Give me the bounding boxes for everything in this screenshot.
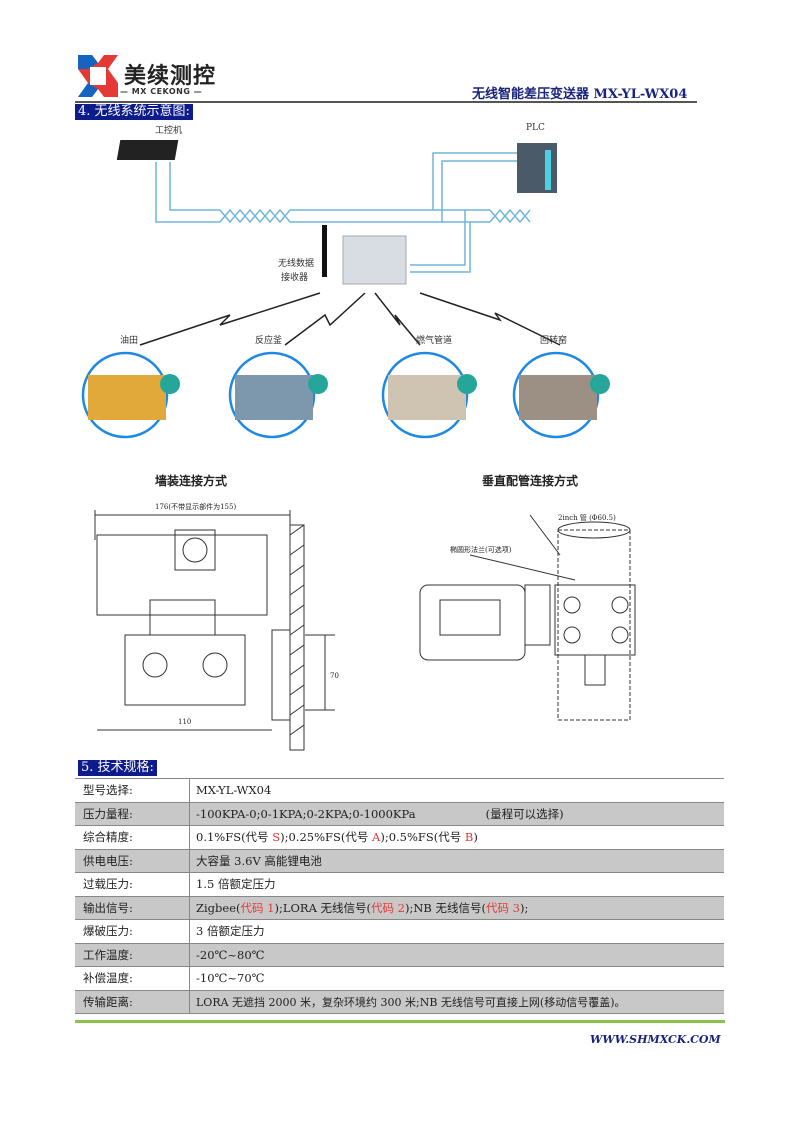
spec-key: 供电电压: (75, 848, 190, 873)
spec-value: 3 倍额定压力 (189, 919, 724, 943)
receiver-device-icon (342, 235, 407, 285)
ipc-label: 工控机 (155, 126, 183, 136)
section-4-title: 4. 无线系统示意图: (75, 104, 193, 120)
text-part: Zigbee( (196, 900, 241, 915)
site-circles (81, 351, 600, 439)
wireless-system-diagram (81, 140, 610, 439)
site-label: 回转窑 (540, 336, 568, 346)
spec-key: 型号选择: (75, 778, 190, 802)
table-row: 过载压力:1.5 倍额定压力 (75, 872, 724, 896)
receiver-label-1: 无线数据 (278, 259, 315, 269)
text-part: );LORA 无线信号( (274, 900, 372, 915)
spec-value: -10℃~70℃ (189, 966, 724, 990)
spec-value: -100KPA-0;0-1KPA;0-2KPA;0-1000KPa (量程可以选择… (189, 801, 724, 826)
spec-key: 工作温度: (75, 942, 190, 967)
text-part: ) (473, 830, 478, 845)
code-highlight: 代码 2 (371, 900, 405, 915)
dimension-bottom-label: 110 (178, 718, 192, 726)
text-part: );NB 无线信号( (405, 900, 487, 915)
spec-value: 大容量 3.6V 高能锂电池 (189, 848, 724, 873)
spec-key: 综合精度: (75, 825, 190, 849)
footer-website[interactable]: WWW.SHMXCK.COM (590, 1033, 721, 1046)
spec-table: 型号选择:MX-YL-WX04 压力量程:-100KPA-0;0-1KPA;0-… (75, 778, 724, 1014)
table-row: 压力量程: -100KPA-0;0-1KPA;0-2KPA;0-1000KPa (量… (75, 801, 724, 826)
text-part: );0.5%FS(代号 (380, 830, 465, 845)
spec-key: 爆破压力: (75, 919, 190, 943)
document-title: 无线智能差压变送器 MX-YL-WX04 (472, 87, 688, 102)
antenna-icon (322, 225, 327, 277)
wall-mount-title: 墙装连接方式 (155, 474, 228, 488)
spec-key: 传输距离: (75, 989, 190, 1014)
section-5-title: 5. 技术规格: (78, 760, 157, 776)
code-highlight: S (272, 830, 281, 845)
code-highlight: 代码 3 (486, 900, 521, 915)
dimension-width-label: 176(不带显示部件为155) (155, 503, 237, 511)
site-photos (88, 375, 597, 420)
pipe-label: 2inch 管 (Φ60.5) (558, 514, 616, 522)
spec-key: 过载压力: (75, 872, 190, 896)
logo-icon (78, 55, 118, 97)
site-label: 油田 (120, 336, 139, 346)
table-row: 综合精度:0.1%FS(代号 S);0.25%FS(代号 A);0.5%FS(代… (75, 825, 724, 849)
pipe-mount-title: 垂直配管连接方式 (482, 474, 579, 488)
spec-key: 压力量程: (75, 801, 190, 826)
transmitter-icons (160, 374, 610, 394)
footer-divider (75, 1020, 725, 1023)
text-part: );0.25%FS(代号 (280, 830, 373, 845)
logo-text: 美续测控 (124, 64, 217, 89)
table-row: 补偿温度:-10℃~70℃ (75, 966, 724, 990)
text-part: 0.1%FS(代号 (196, 830, 273, 845)
logo-subtext: — MX CEKONG — (120, 87, 203, 96)
plc-label: PLC (526, 123, 545, 133)
table-row: 传输距离:LORA 无遮挡 2000 米，复杂环境约 300 米;NB 无线信号… (75, 989, 724, 1014)
ipc-device-icon (116, 140, 179, 160)
pipe-mount-drawing (419, 514, 636, 721)
header-divider (75, 101, 697, 103)
range-values: -100KPA-0;0-1KPA;0-2KPA;0-1000KPa (196, 806, 416, 821)
text-part: ); (520, 900, 529, 915)
code-highlight: A (372, 830, 381, 845)
spec-key: 补偿温度: (75, 966, 190, 990)
code-highlight: B (464, 830, 474, 845)
table-row: 工作温度:-20℃~80℃ (75, 942, 724, 967)
flange-label: 椭圆形法兰(可选项) (450, 546, 512, 554)
spec-value: -20℃~80℃ (189, 942, 724, 967)
mounting-drawings (94, 510, 636, 751)
bus-lines (155, 152, 531, 273)
table-row: 爆破压力:3 倍额定压力 (75, 919, 724, 943)
site-label: 反应釜 (255, 336, 283, 346)
dimension-height-label: 70 (330, 672, 339, 680)
wall-mount-drawing (94, 510, 335, 751)
spec-key: 输出信号: (75, 895, 190, 920)
site-label: 燃气管道 (416, 336, 453, 346)
table-row: 输出信号:Zigbee(代码 1);LORA 无线信号(代码 2);NB 无线信… (75, 895, 724, 920)
wireless-signal-lines (139, 292, 561, 346)
range-note: (量程可以选择) (485, 806, 564, 821)
spec-value: 0.1%FS(代号 S);0.25%FS(代号 A);0.5%FS(代号 B) (189, 825, 724, 849)
receiver-label-2: 接收器 (281, 273, 309, 283)
spec-value: LORA 无遮挡 2000 米，复杂环境约 300 米;NB 无线信号可直接上网… (189, 989, 724, 1014)
code-highlight: 代码 1 (240, 900, 275, 915)
table-row: 型号选择:MX-YL-WX04 (75, 778, 724, 802)
table-row: 供电电压:大容量 3.6V 高能锂电池 (75, 848, 724, 873)
spec-value: 1.5 倍额定压力 (189, 872, 724, 896)
spec-value: MX-YL-WX04 (189, 778, 724, 802)
spec-value: Zigbee(代码 1);LORA 无线信号(代码 2);NB 无线信号(代码 … (189, 895, 724, 920)
